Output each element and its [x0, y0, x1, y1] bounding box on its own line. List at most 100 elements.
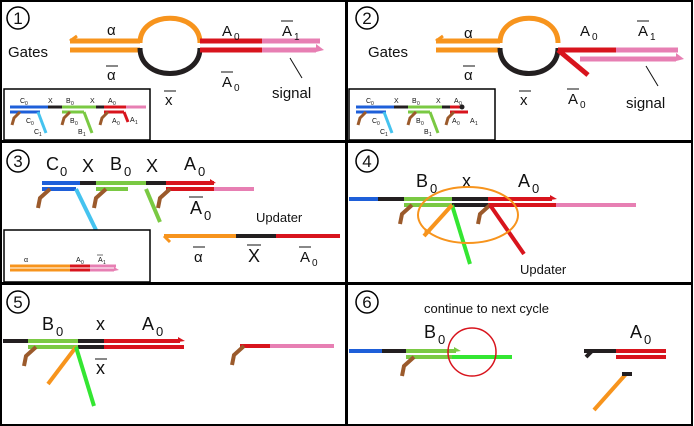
svg-text:0: 0 [25, 101, 28, 107]
svg-text:B: B [42, 314, 54, 334]
svg-text:C: C [372, 118, 377, 125]
displaced-x-strand [450, 204, 472, 265]
svg-text:X: X [436, 98, 441, 105]
svg-text:X: X [90, 98, 95, 105]
svg-text:0: 0 [75, 121, 78, 127]
svg-text:X: X [248, 246, 260, 266]
svg-text:x: x [96, 358, 105, 378]
x-bar-label: x [165, 92, 173, 109]
svg-text:C: C [366, 98, 371, 105]
svg-text:A: A [580, 23, 590, 40]
svg-text:0: 0 [198, 164, 205, 179]
svg-text:B: B [424, 129, 429, 136]
svg-text:C: C [46, 154, 59, 174]
gates-inset: C 0 X B 0 X A 0 C 0 B 0 A 0 C 1 B 1 A 1 [348, 88, 496, 141]
svg-text:0: 0 [60, 164, 67, 179]
step-number: 4 [362, 152, 371, 171]
svg-text:1: 1 [475, 121, 478, 127]
svg-text:A: A [300, 249, 310, 266]
svg-text:A: A [108, 98, 113, 105]
highlight-circle [447, 327, 497, 377]
step-number: 3 [13, 152, 22, 171]
highlight-ellipse [417, 186, 519, 244]
svg-text:0: 0 [438, 332, 445, 347]
a1-bar-label: A [282, 23, 292, 40]
loop-bottom-x-bar [137, 47, 203, 76]
signal-pointer [289, 57, 303, 79]
svg-text:0: 0 [234, 83, 240, 94]
signal-inset: α A 0 A 1 [3, 229, 151, 283]
svg-text:0: 0 [156, 324, 163, 339]
panel-3: 3 C 0 X B 0 X A 0 A 0 Updater α X [0, 141, 347, 284]
step-number: 5 [13, 293, 22, 312]
svg-text:A: A [518, 171, 530, 191]
gates-label: Gates [8, 44, 48, 61]
svg-text:x: x [96, 314, 105, 334]
svg-text:1: 1 [294, 32, 300, 43]
step-number-circle [6, 290, 30, 314]
svg-text:C: C [34, 129, 39, 136]
step-number-circle [355, 290, 379, 314]
svg-text:0: 0 [81, 260, 84, 266]
svg-text:0: 0 [377, 121, 380, 127]
panel-1: 1 Gates α α x A 0 A 0 A 1 signal [0, 0, 347, 142]
svg-text:signal: signal [626, 95, 665, 112]
step-number: 2 [362, 9, 371, 28]
svg-text:X: X [394, 98, 399, 105]
svg-text:1: 1 [39, 132, 42, 138]
svg-text:X: X [146, 156, 158, 176]
panel-5: 5 B 0 x A 0 x [0, 283, 347, 426]
svg-text:0: 0 [421, 121, 424, 127]
svg-text:0: 0 [457, 121, 460, 127]
svg-text:0: 0 [580, 100, 586, 111]
svg-text:C: C [380, 129, 385, 136]
step-number: 1 [13, 9, 22, 28]
updater-label: Updater [256, 210, 303, 225]
svg-text:0: 0 [312, 258, 318, 269]
svg-text:B: B [416, 118, 421, 125]
svg-text:X: X [48, 98, 53, 105]
svg-text:A: A [190, 198, 202, 218]
svg-text:A: A [568, 91, 578, 108]
svg-text:0: 0 [592, 32, 598, 43]
svg-text:B: B [412, 98, 417, 105]
svg-text:1: 1 [83, 132, 86, 138]
svg-text:C: C [20, 98, 25, 105]
svg-text:x: x [520, 92, 528, 109]
svg-text:1: 1 [385, 132, 388, 138]
svg-text:0: 0 [117, 121, 120, 127]
svg-text:0: 0 [459, 101, 462, 107]
svg-text:0: 0 [71, 101, 74, 107]
svg-text:B: B [110, 154, 122, 174]
svg-text:B: B [78, 129, 83, 136]
svg-text:A: A [130, 117, 135, 124]
svg-text:A: A [98, 257, 103, 264]
svg-text:A: A [630, 322, 642, 342]
svg-text:A: A [112, 118, 117, 125]
svg-text:0: 0 [644, 332, 651, 347]
alpha-label: α [107, 22, 116, 39]
svg-text:0: 0 [113, 101, 116, 107]
updater-a0-strand [488, 203, 526, 256]
svg-text:α: α [24, 257, 28, 264]
svg-text:1: 1 [650, 32, 656, 43]
gates-inset: C 0 X B 0 X A 0 C 0 B 0 A 0 C 1 B 1 A 1 [3, 88, 151, 141]
a0-bar-displaced [556, 48, 590, 77]
svg-text:1: 1 [135, 120, 138, 126]
svg-text:A: A [452, 118, 457, 125]
a0-label: A [222, 23, 232, 40]
step-number-circle [355, 6, 379, 30]
svg-text:B: B [70, 118, 75, 125]
svg-text:0: 0 [417, 101, 420, 107]
svg-text:1: 1 [103, 260, 106, 266]
svg-text:B: B [424, 322, 436, 342]
signal-label: signal [272, 85, 311, 102]
svg-text:0: 0 [31, 121, 34, 127]
svg-text:0: 0 [56, 324, 63, 339]
svg-text:A: A [184, 154, 196, 174]
svg-text:α: α [464, 25, 473, 42]
alpha-bar-label: α [107, 67, 116, 84]
step-number-circle [6, 149, 30, 173]
loop-top [137, 15, 203, 44]
